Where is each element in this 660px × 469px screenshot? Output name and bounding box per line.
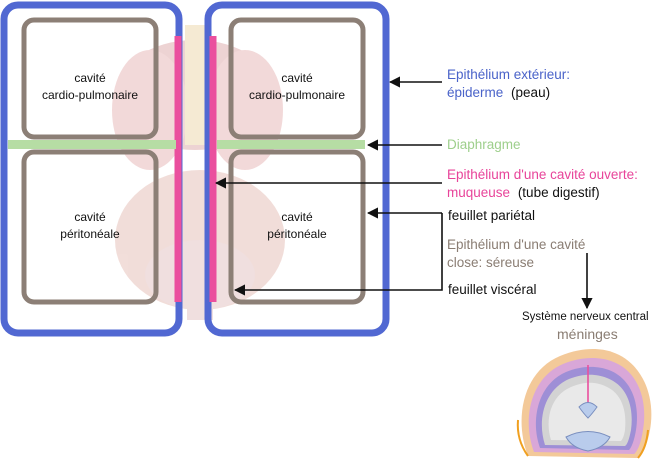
- left-top-cavity-wall: [21, 17, 159, 140]
- peau-label: (peau): [511, 85, 551, 100]
- muqueuse-line: muqueuse (tube digestif): [447, 184, 600, 202]
- cavite-close-label: Epithélium d'une cavité: [447, 237, 586, 252]
- right-diaphragm: [217, 140, 365, 149]
- right-bottom-cavity-wall: [228, 149, 366, 305]
- sereuse-label: close: séreuse: [447, 255, 535, 270]
- cavity-label-line1: cavité: [281, 71, 313, 85]
- right-epidermis-outline: [204, 1, 390, 337]
- epiderme-label: épiderme: [447, 85, 504, 100]
- muqueuse-label: muqueuse: [447, 185, 511, 200]
- left-diaphragm: [8, 140, 176, 149]
- cavity-label-line2: péritonéale: [60, 227, 120, 241]
- meninges-label: méninges: [557, 326, 618, 342]
- right-top-cavity-wall: [228, 17, 366, 140]
- diaphragme-label: Diaphragme: [447, 137, 521, 152]
- cavity-label-line2: cardio-pulmonaire: [41, 88, 139, 102]
- arrow-feuillet-visceral: [233, 213, 443, 296]
- epiderme-line: épiderme (peau): [447, 84, 550, 102]
- right-top-cavity-label: cavité cardio-pulmonaire: [231, 70, 363, 104]
- brain-cross-section: [516, 349, 652, 459]
- systeme-nerveux-label: Système nerveux central: [522, 311, 649, 323]
- cavity-label-line1: cavité: [74, 71, 106, 85]
- left-top-cavity-label: cavité cardio-pulmonaire: [24, 70, 156, 104]
- cavity-label-line1: cavité: [74, 210, 106, 224]
- cavity-label-line1: cavité: [281, 210, 313, 224]
- feuillet-parietal-label: feuillet pariétal: [448, 208, 536, 223]
- tube-digestif-label: (tube digestif): [517, 185, 600, 200]
- cavity-label-line2: péritonéale: [267, 227, 327, 241]
- epithelium-exterieur-label: Epithélium extérieur:: [447, 67, 571, 82]
- right-bottom-cavity-label: cavité péritonéale: [231, 209, 363, 243]
- feuillet-visceral-label: feuillet viscéral: [448, 282, 537, 297]
- cavity-label-line2: cardio-pulmonaire: [248, 88, 346, 102]
- left-bottom-cavity-label: cavité péritonéale: [24, 209, 156, 243]
- left-bottom-cavity-wall: [21, 149, 159, 305]
- cavite-ouverte-label: Epithélium d'une cavité ouverte:: [447, 167, 638, 182]
